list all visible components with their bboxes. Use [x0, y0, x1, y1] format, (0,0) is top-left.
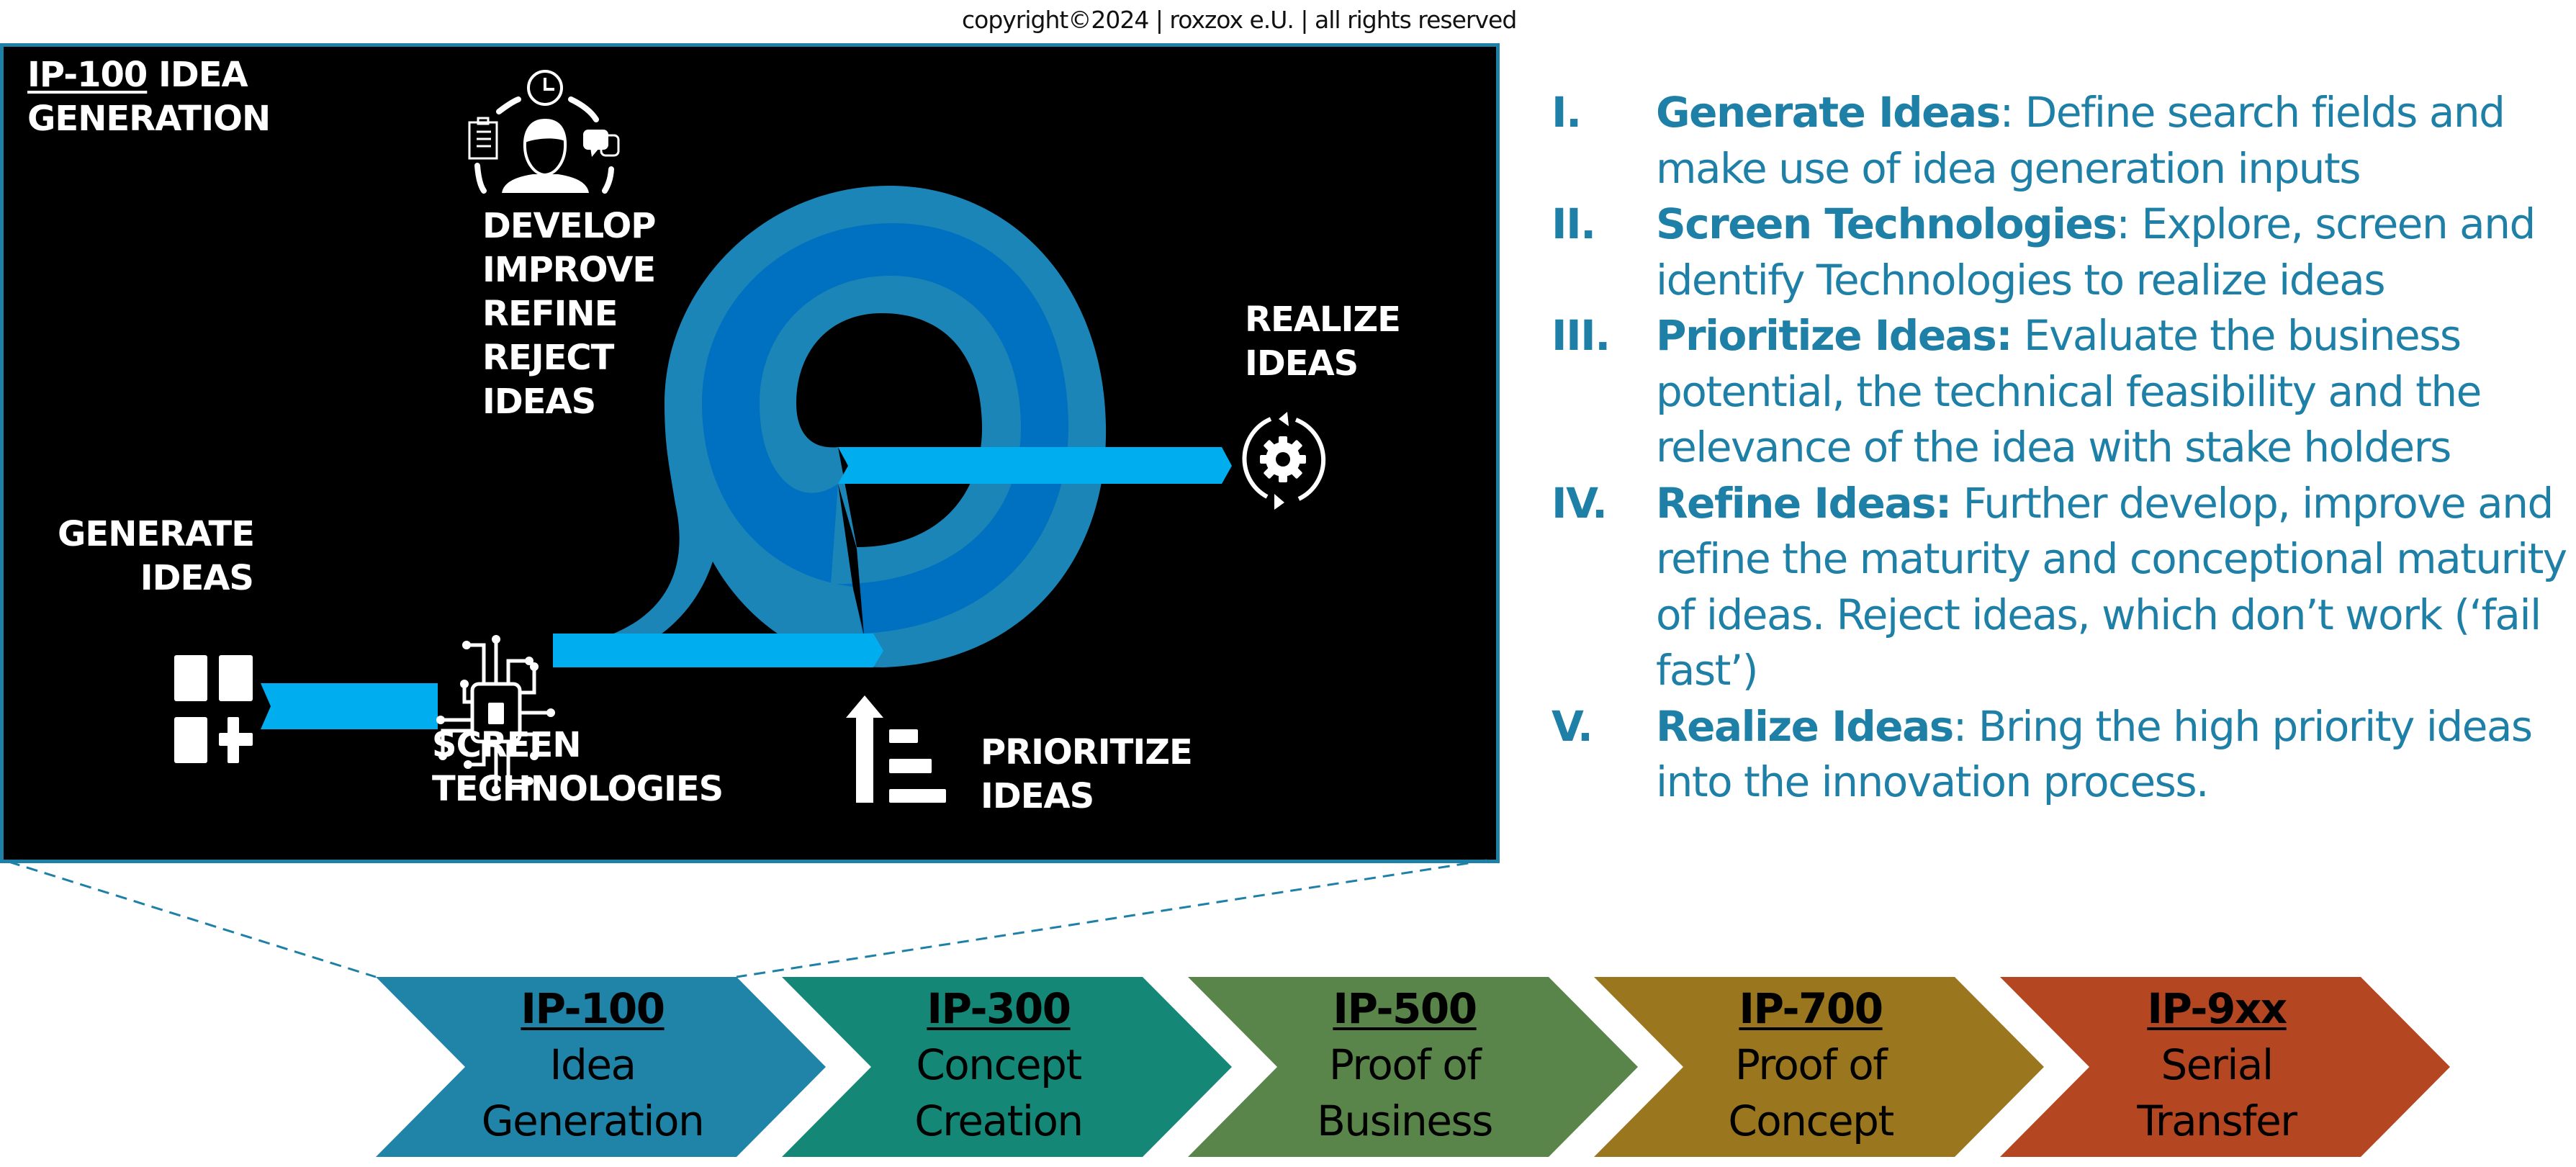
screen-step-label: SCREEN TECHNOLOGIES	[432, 724, 724, 811]
list-item-label: Refine Ideas:	[1656, 478, 1952, 528]
develop-step-label: DEVELOP IMPROVE REFINE REJECT IDEAS	[482, 204, 656, 424]
develop-line: DEVELOP	[482, 206, 656, 246]
steps-description-list: I. Generate Ideas: Define search fields …	[1552, 85, 2574, 811]
chevron-ip-9xx	[2000, 977, 2450, 1157]
chevron-ip-500	[1188, 977, 1638, 1157]
chevron-name-line2: Creation	[914, 1096, 1084, 1145]
list-item: II. Screen Technologies: Explore, screen…	[1552, 197, 2574, 308]
copyright-text: copyright©2024 | roxzox e.U. | all right…	[962, 6, 1517, 34]
priority-arrow-icon	[846, 695, 946, 803]
develop-line: REJECT	[482, 338, 614, 378]
screen-line: SCREEN	[432, 725, 582, 765]
list-item-text: Explore, screen and identify Technologie…	[1656, 199, 2536, 305]
generate-line: IDEAS	[140, 558, 254, 598]
chevron-ip-100	[376, 977, 826, 1157]
realize-step-label: REALIZE IDEAS	[1245, 298, 1401, 386]
chevron-name-line2: Transfer	[2137, 1096, 2297, 1145]
gear-cycle-icon	[1242, 412, 1326, 510]
flow-arrow-screen-to-prioritize	[553, 634, 883, 667]
develop-line: IDEAS	[482, 382, 596, 422]
develop-line: REFINE	[482, 294, 618, 334]
flow-arrow-to-realize	[838, 447, 1232, 484]
panel-title-line2: GENERATION	[27, 99, 271, 139]
list-item-number: IV.	[1552, 478, 1608, 528]
list-item: IV. Refine Ideas: Further develop, impro…	[1552, 476, 2574, 699]
spiral-hole	[796, 313, 983, 547]
process-chevrons	[376, 977, 2450, 1157]
list-item-sep	[2012, 311, 2024, 360]
list-item-label: Screen Technologies	[1656, 199, 2117, 248]
chevron-label-ip700: IP-700 Proof of Concept	[1631, 981, 1991, 1149]
list-item-label: Generate Ideas	[1656, 88, 2001, 137]
chevron-ip-700	[1594, 977, 2044, 1157]
list-item-number: V.	[1552, 701, 1593, 751]
prioritize-line: PRIORITIZE	[981, 732, 1193, 772]
list-item-text: Define search fields and make use of ide…	[1656, 88, 2505, 193]
flow-arrow-generate-to-screen	[261, 683, 438, 729]
list-item-sep: :	[1953, 701, 1978, 751]
chevron-label-ip9xx: IP-9xx Serial Transfer	[2037, 981, 2397, 1149]
panel-title: IP-100 IDEA GENERATION	[27, 53, 271, 141]
generate-line: GENERATE	[58, 514, 255, 554]
prioritize-line: IDEAS	[981, 776, 1094, 816]
list-item-text: Further develop, improve and refine the …	[1656, 478, 2567, 695]
list-item-number: I.	[1552, 88, 1582, 137]
spiral-gap	[838, 484, 864, 635]
list-item-number: III.	[1552, 311, 1611, 360]
list-item-label: Realize Ideas	[1656, 701, 1954, 751]
realize-line: REALIZE	[1245, 299, 1401, 340]
chevron-code: IP-300	[927, 984, 1071, 1033]
chevron-code: IP-100	[521, 984, 665, 1033]
chevron-code: IP-9xx	[2147, 984, 2287, 1033]
list-item: III. Prioritize Ideas: Evaluate the busi…	[1552, 308, 2574, 476]
chevron-name-line2: Concept	[1728, 1096, 1894, 1145]
chevron-name-line2: Generation	[481, 1096, 705, 1145]
prioritize-step-label: PRIORITIZE IDEAS	[981, 731, 1193, 819]
panel-title-code: IP-100	[27, 55, 148, 95]
chevron-name-line1: Proof of	[1734, 1040, 1888, 1089]
add-grid-icon	[174, 655, 253, 763]
list-item: V. Realize Ideas: Bring the high priorit…	[1552, 699, 2574, 811]
screen-line: TECHNOLOGIES	[432, 769, 724, 809]
chevron-code: IP-700	[1739, 984, 1883, 1033]
list-item: I. Generate Ideas: Define search fields …	[1552, 85, 2574, 197]
chevron-name-line2: Business	[1317, 1096, 1493, 1145]
spiral-graphic	[558, 186, 1107, 667]
person-cycle-icon	[468, 70, 614, 194]
chevron-label-ip500: IP-500 Proof of Business	[1225, 981, 1585, 1149]
list-item-sep: :	[1999, 88, 2025, 137]
panel-title-rest: IDEA	[158, 55, 248, 95]
chevron-name-line1: Idea	[549, 1040, 636, 1089]
chip-icon	[436, 635, 555, 794]
chevron-ip-300	[782, 977, 1232, 1157]
chevron-label-ip300: IP-300 Concept Creation	[819, 981, 1179, 1149]
zoom-connector-right	[736, 859, 1487, 978]
chevron-name-line1: Serial	[2161, 1040, 2274, 1089]
list-item-text: Bring the high priority ideas into the i…	[1656, 701, 2533, 807]
list-item-text: Evaluate the business potential, the tec…	[1656, 311, 2482, 472]
chevron-code: IP-500	[1333, 984, 1477, 1033]
realize-line: IDEAS	[1245, 343, 1359, 384]
generate-step-label: GENERATE IDEAS	[58, 513, 255, 600]
list-item-number: II.	[1552, 199, 1596, 248]
chevron-name-line1: Proof of	[1328, 1040, 1482, 1089]
chevron-name-line1: Concept	[916, 1040, 1082, 1089]
list-item-sep	[1951, 479, 1963, 528]
zoom-connector-left	[8, 860, 377, 978]
person-silhouette	[502, 118, 620, 193]
list-item-sep: :	[2116, 199, 2142, 248]
develop-line: IMPROVE	[482, 250, 656, 290]
chevron-label-ip100: IP-100 Idea Generation	[413, 981, 773, 1149]
list-item-label: Prioritize Ideas:	[1656, 311, 2013, 360]
